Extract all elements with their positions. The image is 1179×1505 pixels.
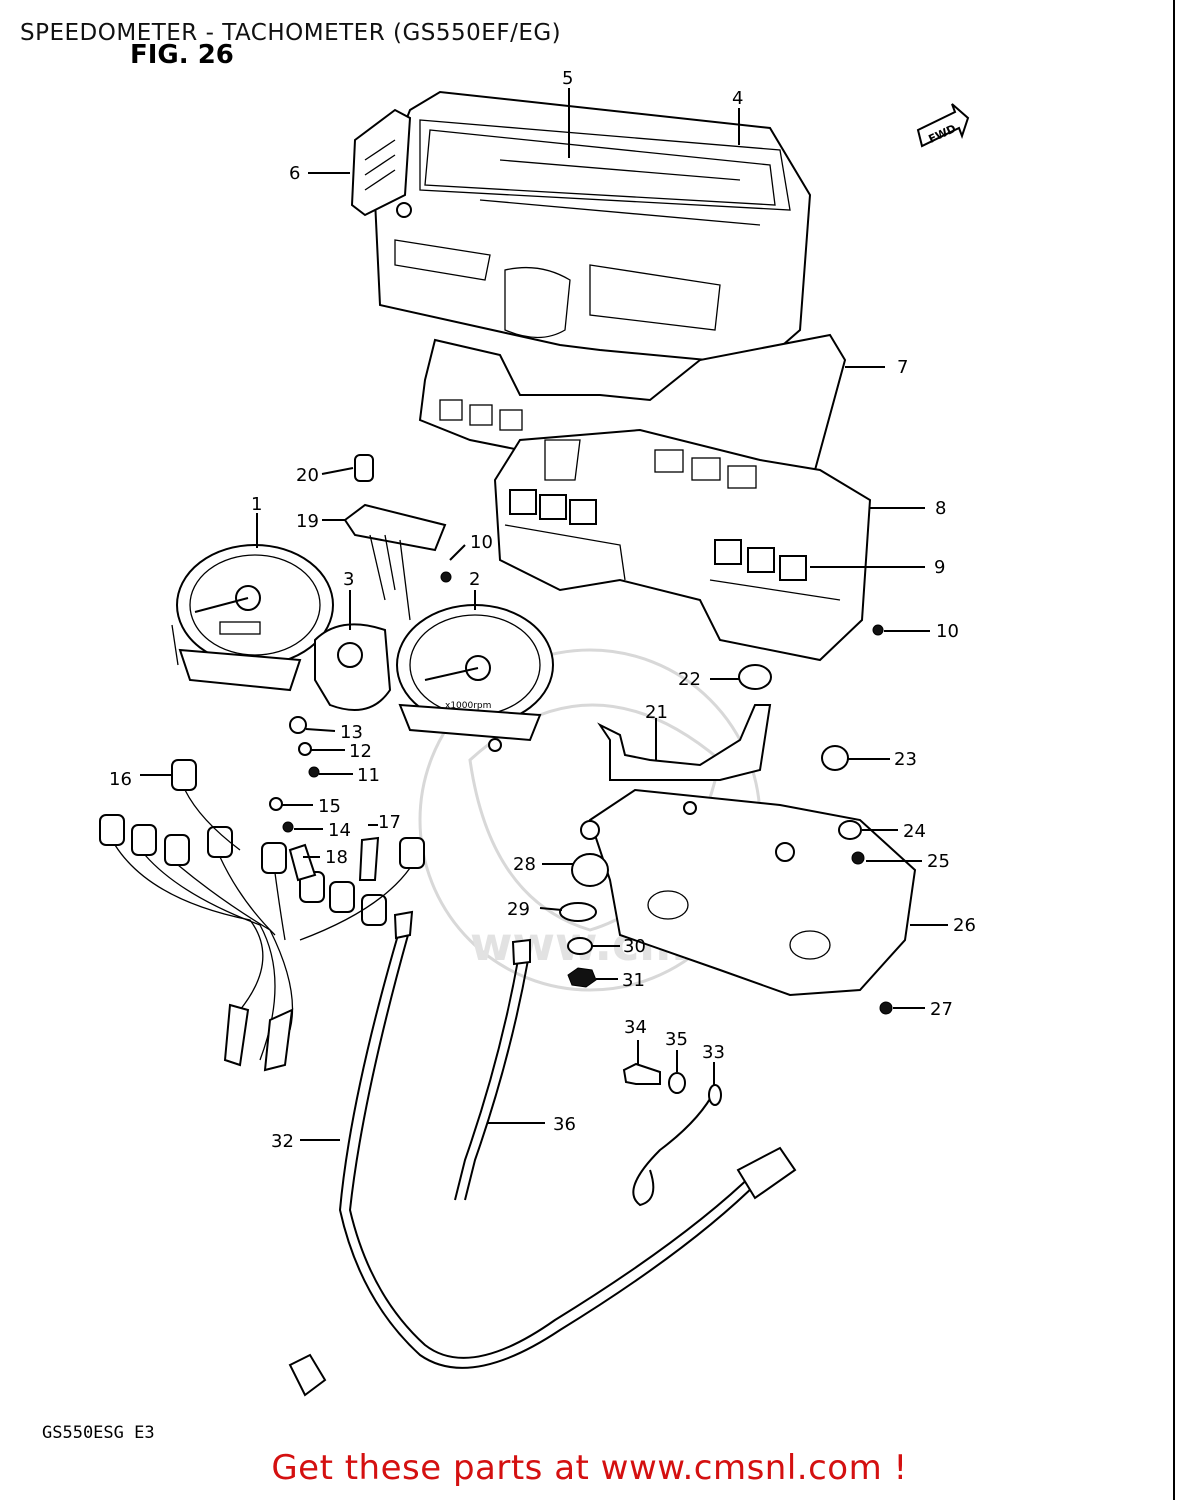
screw [282, 821, 294, 833]
callout-21: 21 [645, 702, 668, 723]
meter-case [373, 90, 812, 367]
callout-19: 19 [296, 511, 319, 532]
callout-12: 12 [349, 741, 372, 762]
callout-18: 18 [325, 847, 348, 868]
callout-2: 2 [469, 569, 480, 590]
screw [879, 1001, 893, 1015]
callout-7: 7 [897, 357, 908, 378]
meter-lower-case [493, 428, 872, 662]
meter-cables [288, 910, 797, 1397]
callout-1: 1 [251, 494, 262, 515]
callout-6: 6 [289, 163, 300, 184]
callout-11: 11 [357, 765, 380, 786]
washer [567, 937, 593, 955]
bolt [622, 1062, 661, 1085]
callout-35: 35 [665, 1029, 688, 1050]
washer [559, 902, 597, 922]
nut [851, 851, 865, 865]
wiring-harness [99, 759, 425, 1072]
callout-34: 34 [624, 1017, 647, 1038]
washer [668, 1072, 686, 1094]
callout-numbers: 5 4 6 7 8 9 10 1 2 3 19 20 10 22 21 23 2… [109, 68, 976, 1152]
speedometer [171, 544, 334, 692]
callout-32: 32 [271, 1131, 294, 1152]
grommet [821, 745, 849, 771]
callout-9: 9 [934, 557, 945, 578]
tach-unit: x1000rpm [445, 701, 491, 711]
callout-17: 17 [378, 812, 401, 833]
washer [269, 797, 283, 811]
screw [308, 766, 320, 778]
washer [838, 820, 862, 840]
callout-30: 30 [623, 936, 646, 957]
spring [632, 1089, 716, 1207]
screw [440, 571, 452, 583]
washer [298, 742, 312, 756]
model-code: GS550ESG E3 [42, 1423, 155, 1443]
callout-28: 28 [513, 854, 536, 875]
callout-33: 33 [702, 1042, 725, 1063]
fwd-arrow: FWD [916, 103, 970, 148]
callout-3: 3 [343, 569, 354, 590]
lug [708, 1084, 722, 1106]
leader-lines [140, 88, 948, 1141]
callout-16: 16 [109, 769, 132, 790]
callout-24: 24 [903, 821, 926, 842]
cushion [289, 716, 307, 734]
callout-26: 26 [953, 915, 976, 936]
callout-15: 15 [318, 796, 341, 817]
meter-cushion [418, 333, 847, 471]
callout-25: 25 [927, 851, 950, 872]
callout-31: 31 [622, 970, 645, 991]
meter-bracket [597, 704, 772, 781]
fuel-gauge [314, 623, 392, 711]
callout-13: 13 [340, 722, 363, 743]
lower-cover [588, 788, 917, 997]
callout-27: 27 [930, 999, 953, 1020]
promo-link[interactable]: Get these parts at www.cmsnl.com ! [271, 1448, 908, 1488]
cushion [571, 853, 609, 887]
callout-23: 23 [894, 749, 917, 770]
callout-22: 22 [678, 669, 701, 690]
callout-29: 29 [507, 899, 530, 920]
callout-14: 14 [328, 820, 351, 841]
callout-10b: 10 [936, 621, 959, 642]
figure-label: FIG. 26 [130, 40, 234, 70]
bulb-socket [354, 454, 374, 482]
knob [396, 202, 412, 218]
callout-20: 20 [296, 465, 319, 486]
callout-36: 36 [553, 1114, 576, 1135]
callout-5: 5 [562, 68, 573, 89]
callout-4: 4 [732, 88, 743, 109]
callout-8: 8 [935, 498, 946, 519]
socket-plate [343, 503, 447, 552]
page-title: SPEEDOMETER - TACHOMETER (GS550EF/EG) [20, 20, 562, 46]
tachometer: x1000rpm [396, 604, 554, 752]
grommet [738, 664, 772, 690]
screw [872, 624, 884, 636]
callout-10a: 10 [470, 532, 493, 553]
